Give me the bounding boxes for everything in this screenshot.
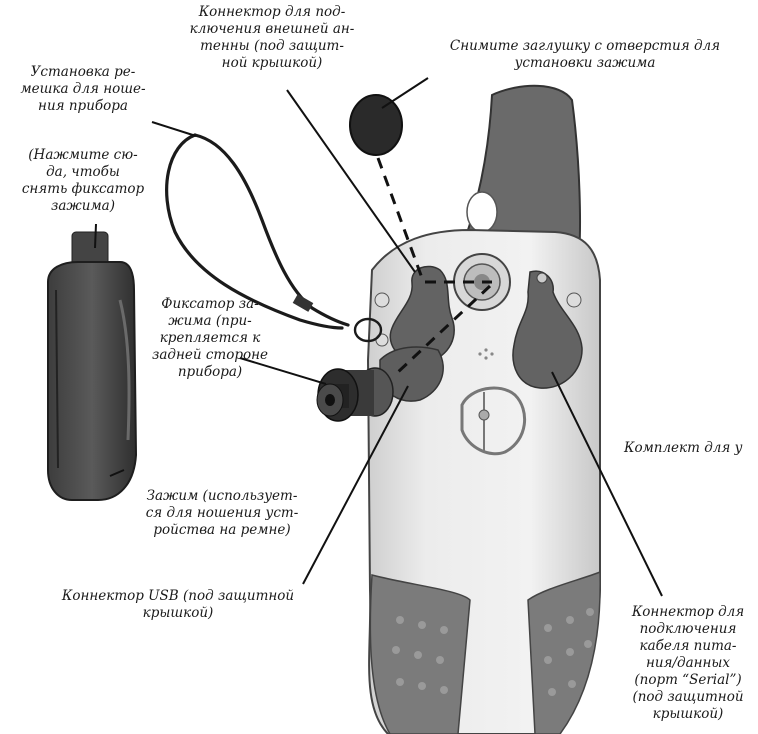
callout-usb-connector: Коннектор USB (под защитной крышкой) bbox=[28, 588, 328, 622]
callout-line: задней стороне bbox=[140, 347, 280, 364]
callout-line: зажима) bbox=[8, 198, 158, 215]
callout-line: Зажим (использует- bbox=[122, 488, 322, 505]
belt-clip bbox=[48, 232, 136, 500]
removed-plug bbox=[350, 95, 402, 155]
antenna-hole bbox=[467, 192, 497, 232]
callout-belt-clip: Зажим (использует- ся для ношения уст- р… bbox=[122, 488, 322, 539]
callout-line: крышкой) bbox=[28, 605, 328, 622]
screw-left bbox=[375, 293, 389, 307]
callout-line: Коннектор для под- bbox=[162, 4, 382, 21]
callout-line: Установка ре- bbox=[8, 64, 158, 81]
callout-line: ния прибора bbox=[8, 98, 158, 115]
callout-line: крепляется к bbox=[140, 330, 280, 347]
callout-line: крышкой) bbox=[618, 706, 758, 723]
callout-line: (Нажмите сю- bbox=[8, 147, 158, 164]
callout-line: (под защитной bbox=[618, 689, 758, 706]
callout-line: Комплект для у bbox=[624, 440, 758, 457]
callout-line: да, чтобы bbox=[8, 164, 158, 181]
callout-line: Снимите заглушку с отверстия для bbox=[420, 38, 750, 55]
callout-line: ной крышкой) bbox=[162, 55, 382, 72]
callout-line: Коннектор USB (под защитной bbox=[28, 588, 328, 605]
callout-line: ройства на ремне) bbox=[122, 522, 322, 539]
callout-line: прибора) bbox=[140, 364, 280, 381]
callout-line: Фиксатор за- bbox=[140, 296, 280, 313]
callout-line: мешка для ноше- bbox=[8, 81, 158, 98]
callout-clip-lock: Фиксатор за- жима (при- крепляется к зад… bbox=[140, 296, 280, 381]
callout-remove-plug: Снимите заглушку с отверстия для установ… bbox=[420, 38, 750, 72]
screw-right bbox=[567, 293, 581, 307]
callout-kit: Комплект для у bbox=[624, 440, 758, 457]
callout-line: снять фиксатор bbox=[8, 181, 158, 198]
callout-clip-release: (Нажмите сю- да, чтобы снять фиксатор за… bbox=[8, 147, 158, 215]
callout-line: Коннектор для bbox=[618, 604, 758, 621]
callout-antenna-connector: Коннектор для под- ключения внешней ан- … bbox=[162, 4, 382, 72]
callout-line: ключения внешней ан- bbox=[162, 21, 382, 38]
callout-line: подключения bbox=[618, 621, 758, 638]
callout-line: ся для ношения уст- bbox=[122, 505, 322, 522]
callout-line: (порт “Serial”) bbox=[618, 672, 758, 689]
callout-line: ния/данных bbox=[618, 655, 758, 672]
callout-line: тенны (под защит- bbox=[162, 38, 382, 55]
callout-lanyard: Установка ре- мешка для ноше- ния прибор… bbox=[8, 64, 158, 115]
callout-serial-connector: Коннектор для подключения кабеля пита- н… bbox=[618, 604, 758, 723]
callout-line: установки зажима bbox=[420, 55, 750, 72]
callout-line: кабеля пита- bbox=[618, 638, 758, 655]
callout-line: жима (при- bbox=[140, 313, 280, 330]
right-grip bbox=[528, 572, 600, 734]
clip-lock-knob bbox=[317, 368, 393, 421]
